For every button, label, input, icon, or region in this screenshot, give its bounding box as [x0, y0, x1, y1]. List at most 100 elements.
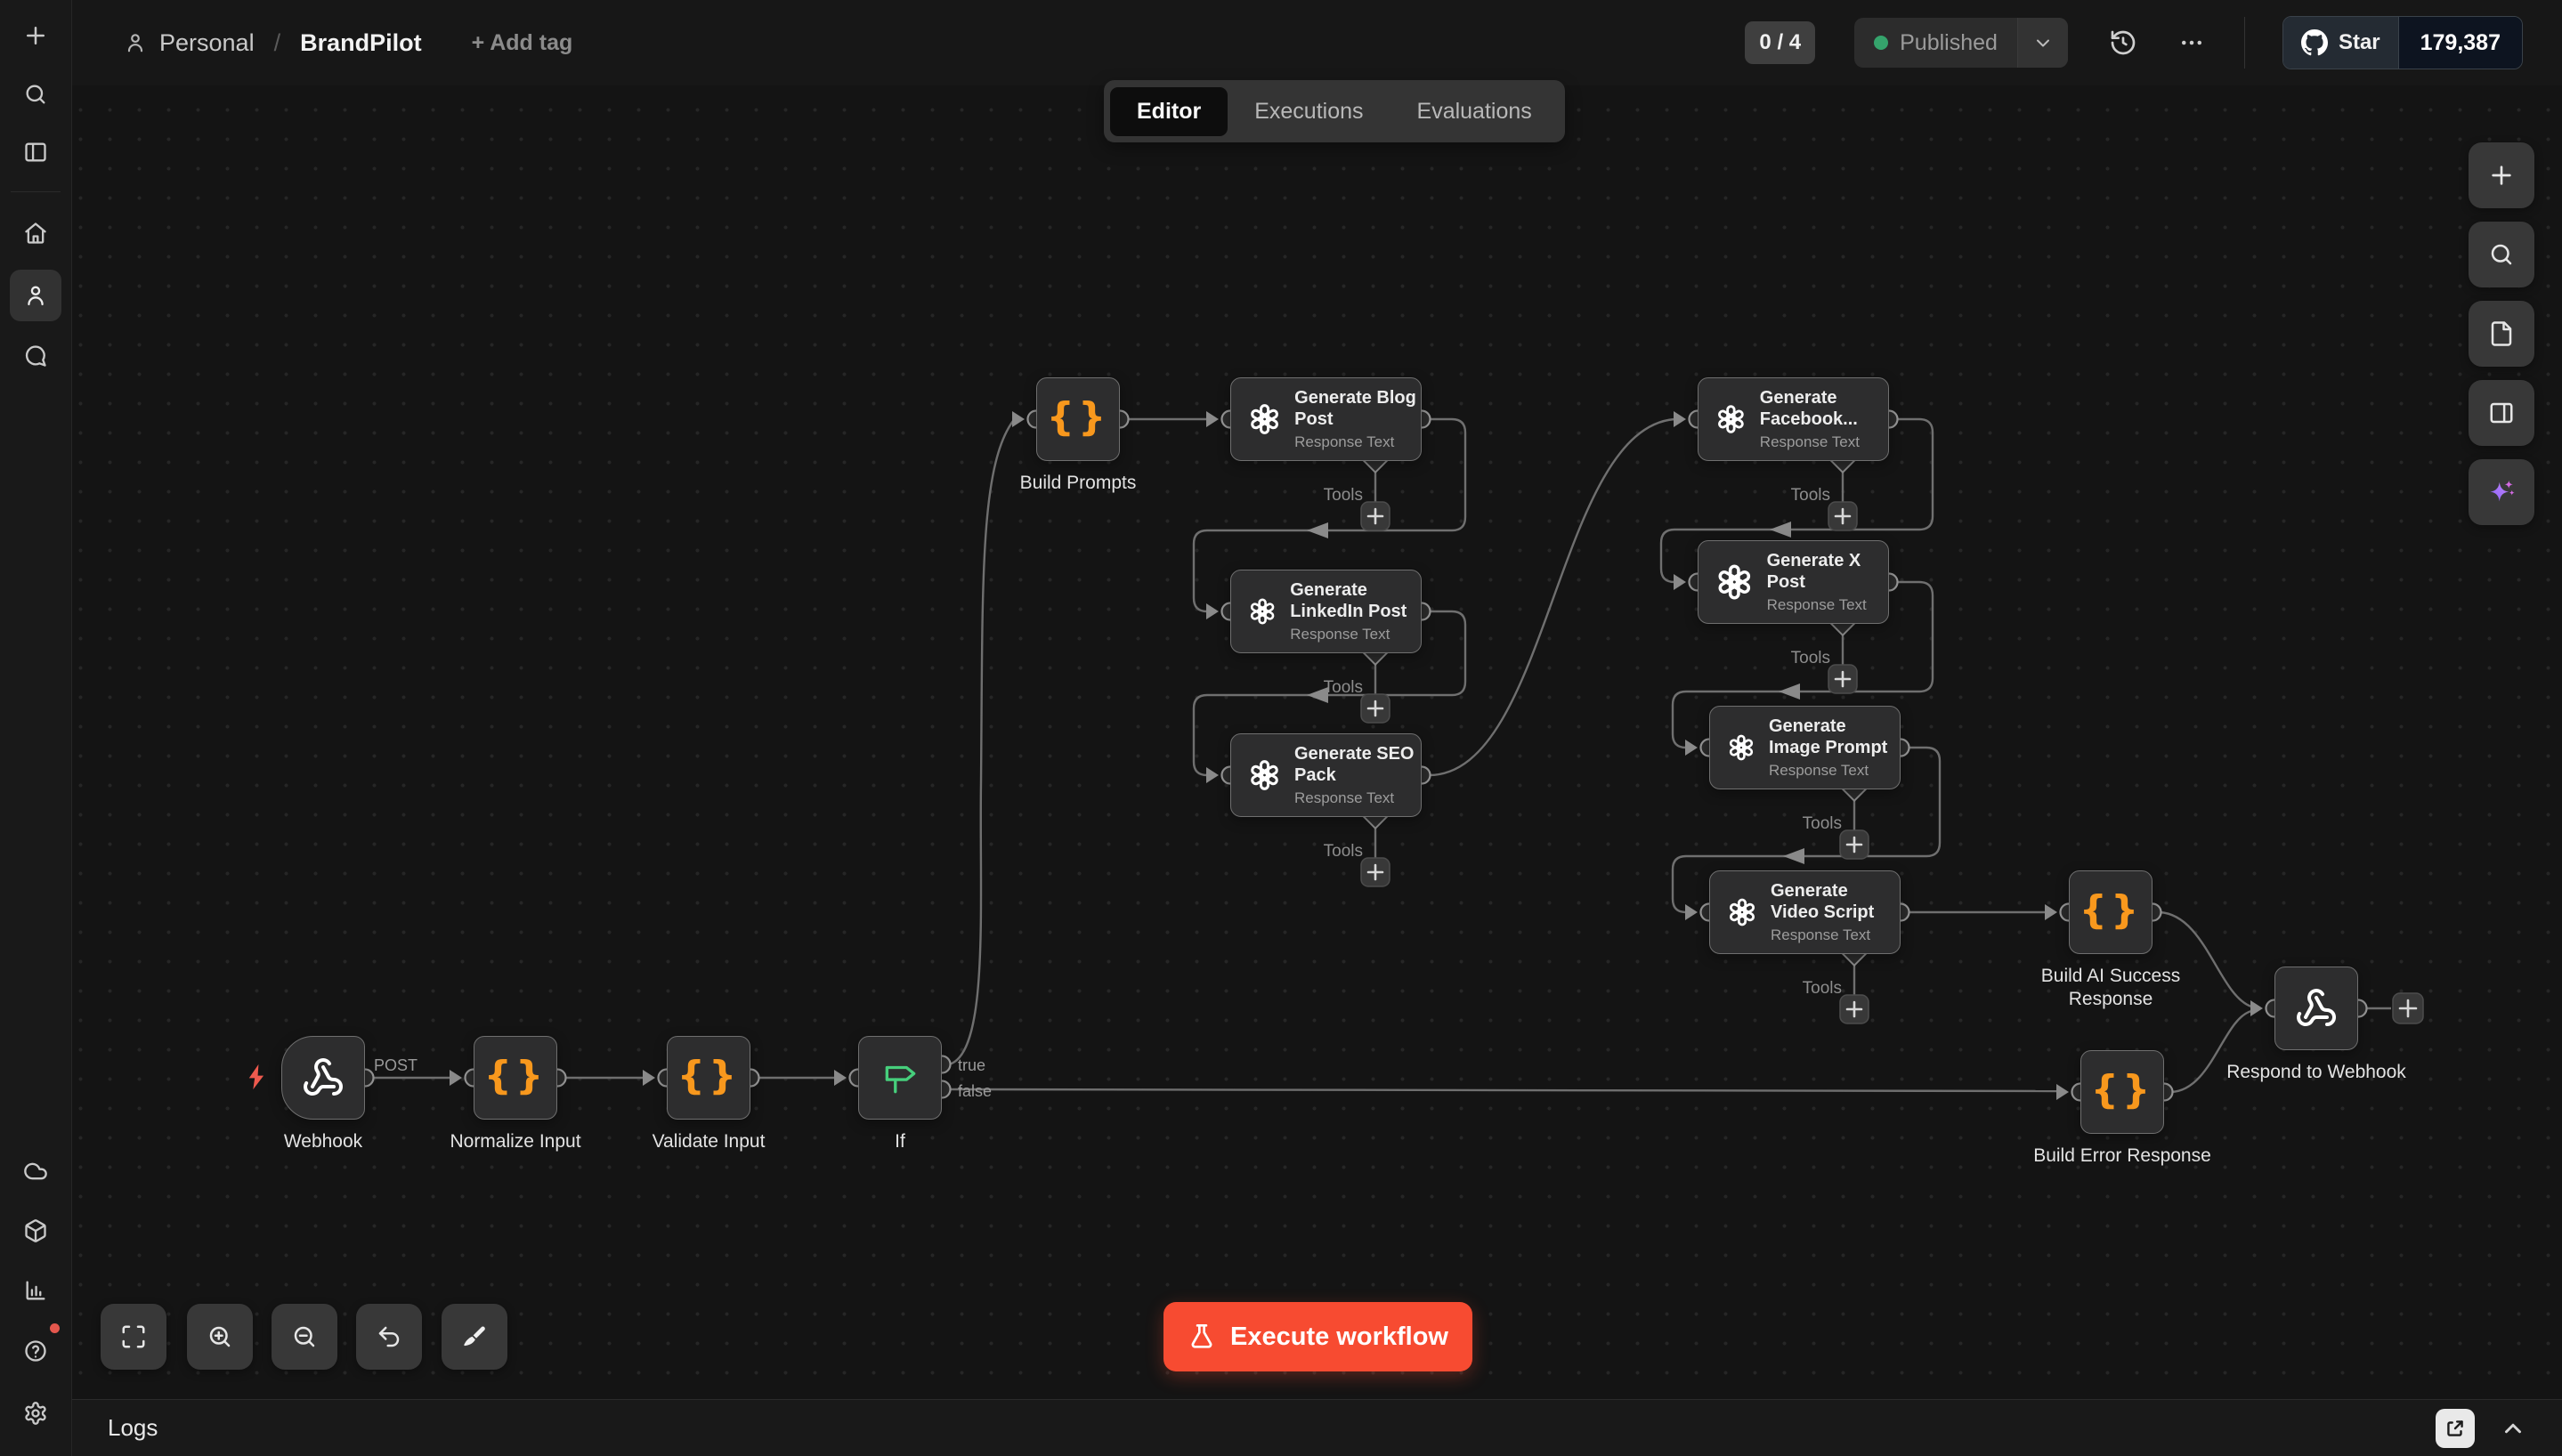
tab-editor[interactable]: Editor — [1110, 86, 1228, 136]
github-star-count: 179,387 — [2397, 17, 2522, 69]
tools-label: Tools — [1324, 842, 1363, 861]
tab-executions[interactable]: Executions — [1254, 98, 1364, 124]
edge-arrow-left — [1783, 848, 1804, 864]
node-title: Generate LinkedIn Post — [1290, 580, 1407, 621]
node-label-prompts: Build Prompts — [1019, 473, 1137, 493]
workflow-node-blog[interactable]: Generate Blog Post Response Text — [1230, 377, 1422, 461]
github-star-label: Star — [2338, 30, 2380, 54]
workflow-node-facebook[interactable]: Generate Facebook... Response Text — [1698, 377, 1889, 461]
node-title: Generate Blog Post — [1294, 388, 1416, 429]
workflow-node-prompts[interactable]: {} — [1036, 377, 1120, 461]
more-options-icon[interactable] — [2178, 29, 2205, 56]
issues-badge[interactable]: 0 / 4 — [1745, 21, 1816, 64]
input-arrow — [1674, 411, 1686, 427]
workflow-node-success[interactable]: {} — [2069, 870, 2153, 954]
sidebar-item-personal[interactable] — [10, 270, 61, 321]
workflow-node-linkedin[interactable]: Generate LinkedIn Post Response Text — [1230, 570, 1422, 653]
workflow-node-webhook[interactable] — [281, 1036, 365, 1120]
openai-icon — [1729, 734, 1754, 761]
input-arrow — [1012, 411, 1025, 427]
github-star-button[interactable]: Star 179,387 — [2282, 16, 2523, 69]
top-bar-divider — [2243, 17, 2245, 69]
input-arrow — [643, 1070, 655, 1086]
workflow-node-normalize[interactable]: {} — [474, 1036, 557, 1120]
workflow-name[interactable]: BrandPilot — [300, 28, 422, 56]
search-icon[interactable] — [10, 69, 61, 120]
undo-button[interactable] — [356, 1304, 422, 1370]
add-node-endpoint[interactable] — [2392, 992, 2424, 1024]
sidebar-item-help[interactable] — [10, 1323, 61, 1377]
sidebar-item-home[interactable] — [10, 207, 61, 259]
left-sidebar — [0, 0, 72, 1456]
chevron-up-icon[interactable] — [2500, 1415, 2526, 1442]
plus-icon — [1834, 670, 1852, 688]
code-icon: {} — [677, 1052, 741, 1098]
tools-label: Tools — [1791, 649, 1830, 667]
workflow-node-video[interactable]: Generate Video Script Response Text — [1709, 870, 1901, 954]
sidebar-item-cloud[interactable] — [10, 1145, 61, 1197]
if-icon — [885, 1065, 916, 1094]
panel-toggle-icon[interactable] — [10, 126, 61, 178]
workflow-node-validate[interactable]: {} — [667, 1036, 750, 1120]
notification-dot — [50, 1323, 60, 1333]
workflow-node-error[interactable]: {} — [2080, 1050, 2164, 1134]
new-workflow-button[interactable] — [10, 10, 61, 61]
version-history-icon[interactable] — [2109, 28, 2137, 57]
zoom-to-fit-button[interactable] — [101, 1304, 166, 1370]
pop-out-icon — [2447, 1420, 2463, 1436]
logs-panel-bar[interactable]: Logs — [72, 1399, 2562, 1456]
zoom-out-icon — [294, 1326, 315, 1347]
canvas-search-button[interactable] — [2469, 222, 2534, 287]
edge-arrow-left — [1779, 684, 1800, 700]
sticky-note-button[interactable] — [2469, 301, 2534, 367]
add-node-button[interactable] — [2469, 142, 2534, 208]
edge-xpost-image — [1671, 580, 1934, 749]
sparkle-icon — [2490, 480, 2515, 502]
tools-label: Tools — [1324, 486, 1363, 505]
openai-icon — [1251, 760, 1278, 790]
execute-workflow-button[interactable]: Execute workflow — [1163, 1302, 1472, 1371]
edge-success-respond — [2159, 910, 2252, 1008]
input-arrow — [2045, 904, 2057, 920]
toggle-panel-button[interactable] — [2469, 380, 2534, 446]
node-label-success: Build AI Success Response — [2040, 966, 2181, 1010]
edge-linkedin-seo — [1192, 610, 1467, 777]
sidebar-item-chat[interactable] — [10, 330, 61, 382]
ai-assistant-button[interactable] — [2469, 459, 2534, 525]
execute-workflow-label: Execute workflow — [1230, 1322, 1448, 1351]
workflow-node-xpost[interactable]: Generate X Post Response Text — [1698, 540, 1889, 624]
open-logs-popout-button[interactable] — [2436, 1408, 2475, 1448]
chevron-down-icon[interactable] — [2016, 18, 2068, 68]
sidebar-item-insights[interactable] — [10, 1265, 61, 1316]
tidy-up-button[interactable] — [442, 1304, 507, 1370]
sidebar-item-templates[interactable] — [10, 1205, 61, 1257]
top-bar-right: 0 / 4 Published Star — [1745, 16, 2523, 69]
workflow-node-seo[interactable]: Generate SEO Pack Response Text — [1230, 733, 1422, 817]
plus-icon — [1366, 507, 1384, 525]
edge-arrow-left — [1307, 687, 1328, 703]
zoom-in-button[interactable] — [187, 1304, 253, 1370]
input-arrow — [1206, 603, 1219, 619]
edge-error-respond — [2170, 1009, 2252, 1094]
zoom-out-button[interactable] — [272, 1304, 337, 1370]
sidebar-item-settings[interactable] — [10, 1387, 61, 1439]
breadcrumb-project[interactable]: Personal — [159, 28, 255, 56]
workflow-node-respond[interactable] — [2274, 967, 2358, 1050]
add-tag-button[interactable]: + Add tag — [471, 29, 573, 55]
node-subtitle: Response Text — [1290, 626, 1390, 643]
view-tabs: Editor Executions Evaluations — [1104, 80, 1565, 142]
code-icon: {} — [483, 1052, 547, 1098]
webhook-icon — [304, 1058, 343, 1096]
workflow-node-if[interactable] — [858, 1036, 942, 1120]
node-label-respond: Respond to Webhook — [2226, 1062, 2406, 1082]
breadcrumb: Personal / BrandPilot + Add tag — [124, 29, 572, 57]
input-arrow — [450, 1070, 462, 1086]
node-title: Generate Facebook... — [1759, 388, 1858, 429]
workflow-node-image[interactable]: Generate Image Prompt Response Text — [1709, 706, 1901, 789]
tab-evaluations[interactable]: Evaluations — [1416, 98, 1532, 124]
edge-blog-linkedin — [1192, 417, 1467, 613]
trigger-bolt-icon — [242, 1062, 272, 1096]
edge-seo-facebook — [1428, 417, 1675, 777]
publish-status-button[interactable]: Published — [1854, 18, 2068, 68]
